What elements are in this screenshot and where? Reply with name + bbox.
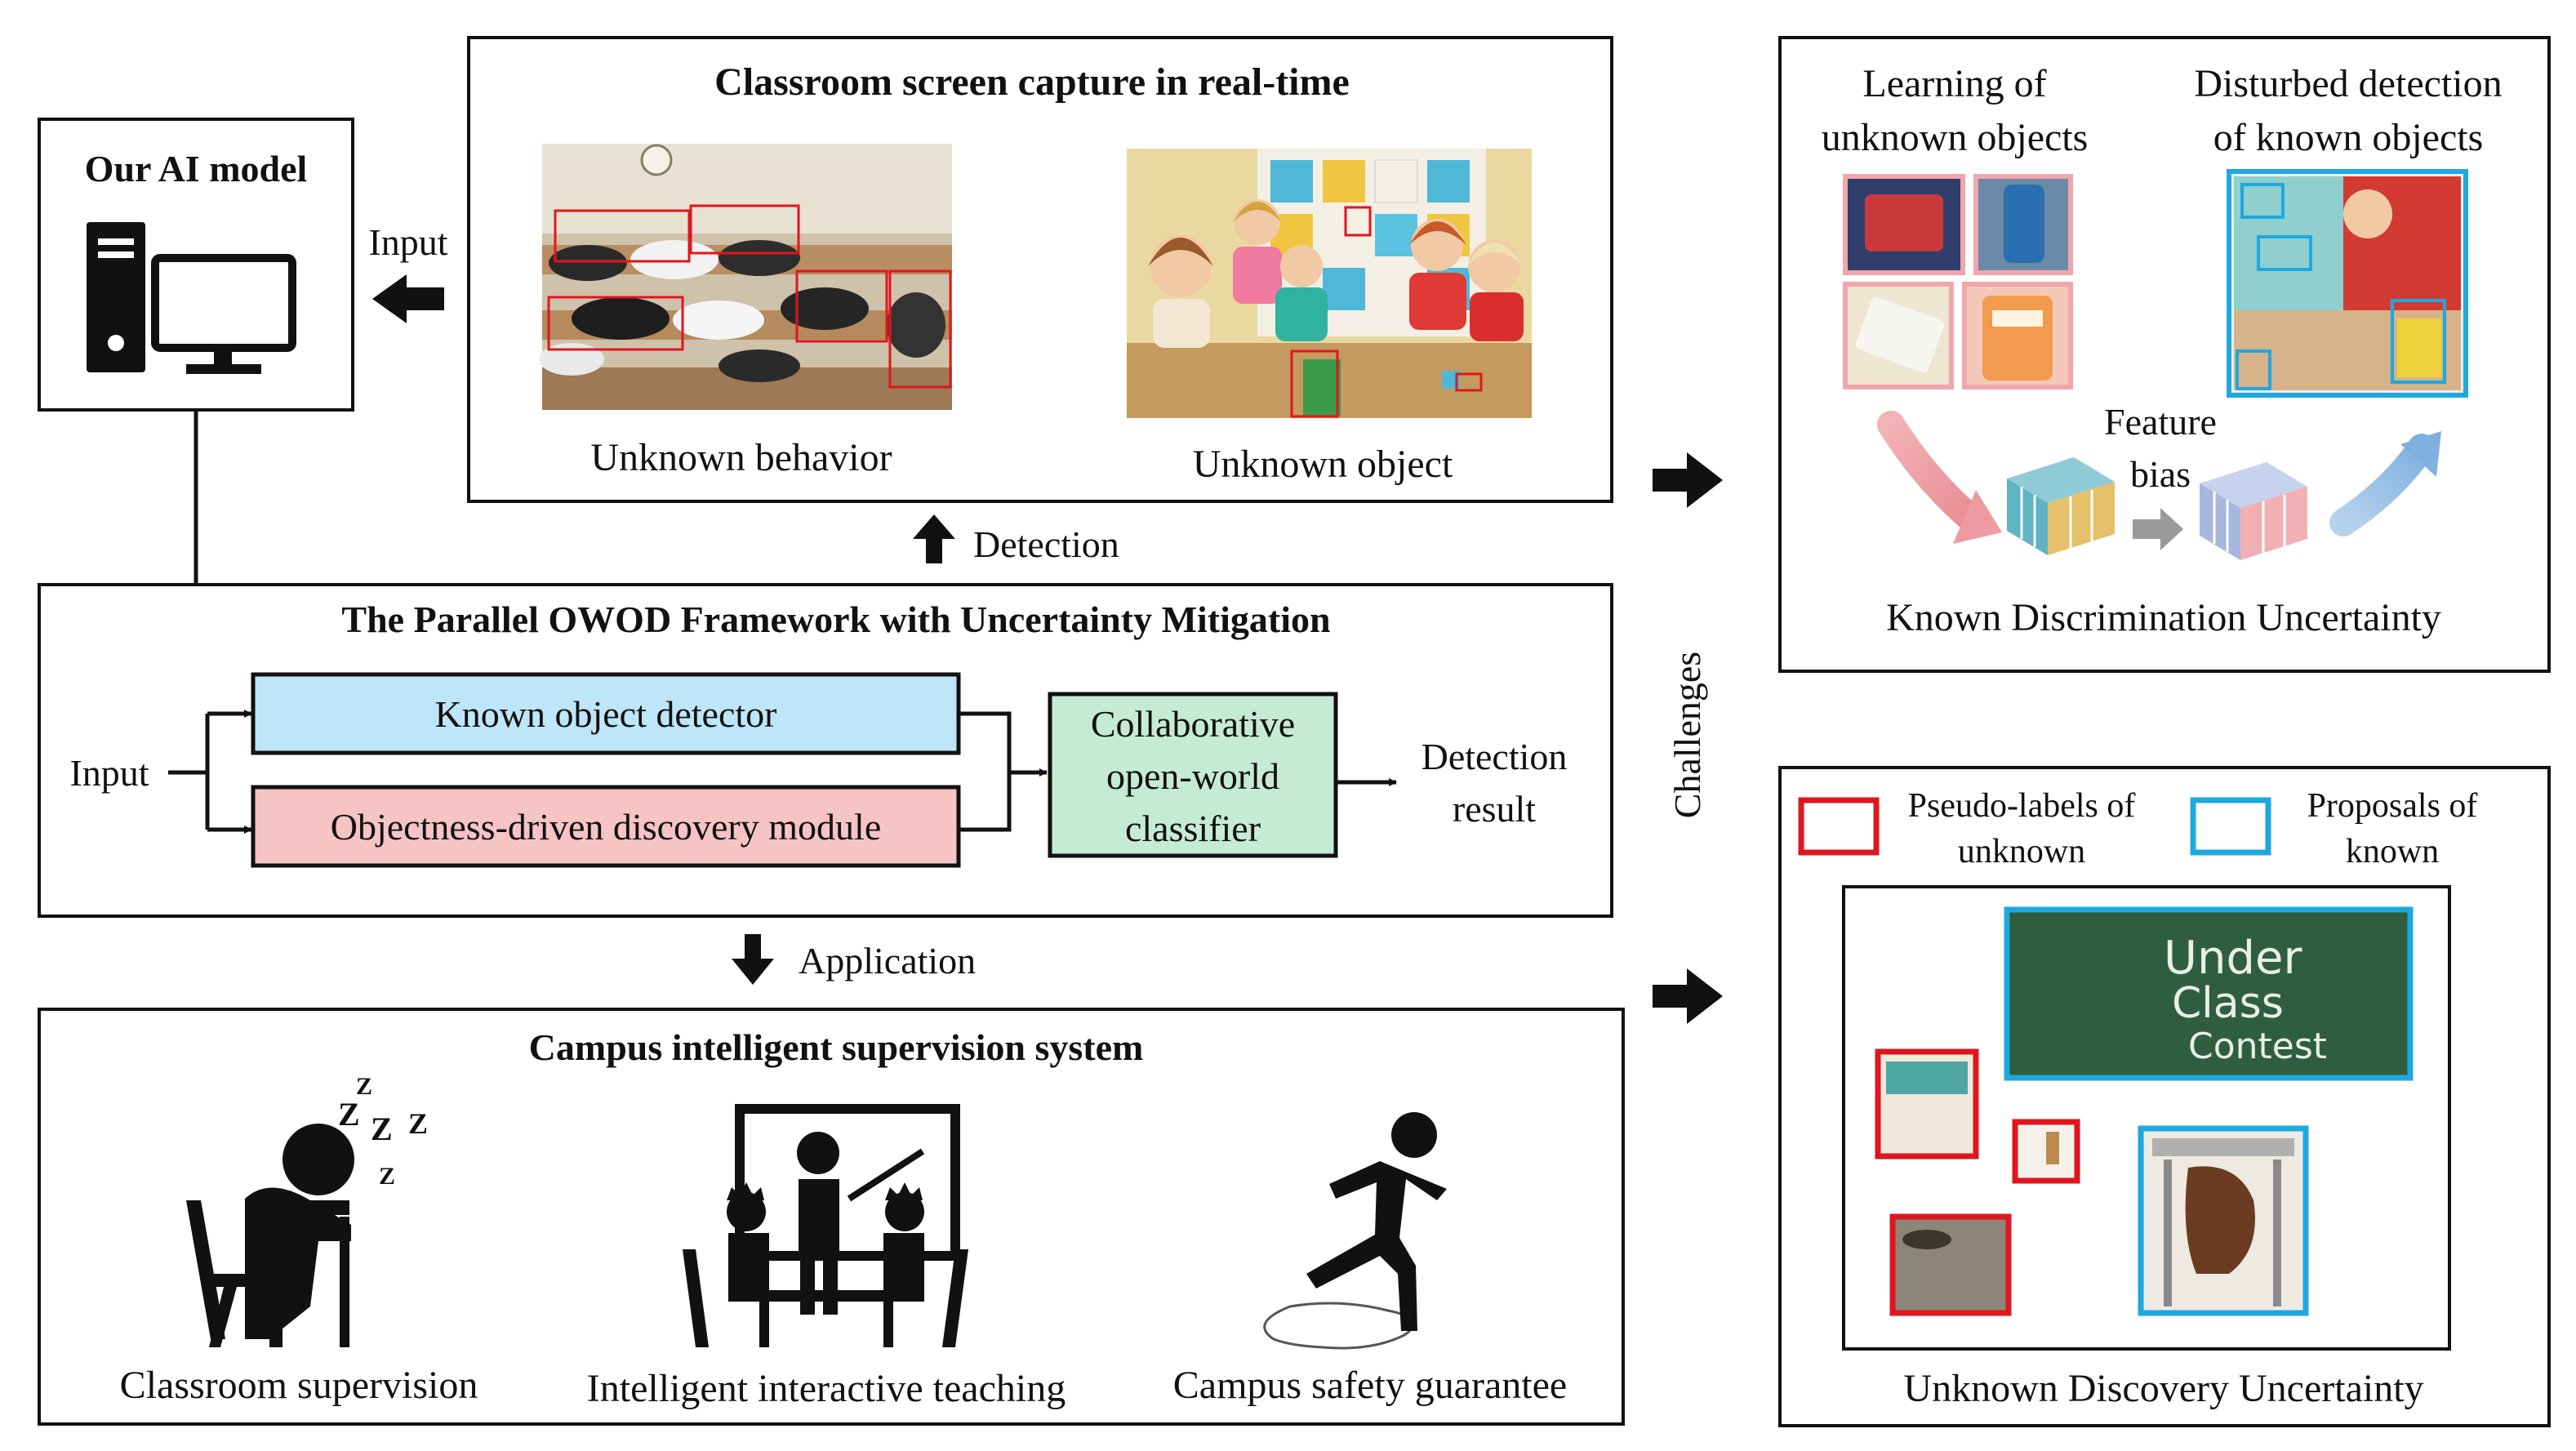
sleep-z-1: Z (338, 1096, 360, 1133)
legend-known-line-1: Proposals of (2307, 787, 2478, 825)
unknown-uncertainty-box: Pseudo-labels of unknown Proposals of kn… (1778, 766, 2551, 1427)
campus-item-3: Campus safety guarantee (1173, 1364, 1567, 1407)
known-left-head-1: Learning of (1862, 62, 2046, 105)
sleep-z-2: Z (371, 1111, 393, 1147)
sleeping-students-photo (539, 144, 952, 410)
classifier-line-3: classifier (1125, 808, 1261, 849)
teaching-icon (683, 1104, 968, 1347)
unknown-object-thumbnails (1843, 174, 2073, 389)
discovery-module-label: Objectness-driven discovery module (331, 806, 881, 848)
slipping-person-icon (1263, 1112, 1447, 1350)
unknown-object-caption: Unknown object (1193, 443, 1453, 486)
feature-cube-left (2007, 457, 2115, 555)
pink-curve-arrowhead (1953, 490, 2002, 544)
known-right-head-2: of known objects (2213, 116, 2484, 159)
legend-unknown-swatch (1798, 797, 1880, 856)
application-label: Application (799, 940, 976, 981)
feature-cube-right (2200, 462, 2307, 560)
sleep-z-3: Z (408, 1107, 428, 1140)
window-crop (1875, 1048, 1979, 1159)
detection-label: Detection (973, 523, 1119, 565)
challenges-arrows: Challenges (1653, 452, 1723, 1024)
campus-box: Campus intelligent supervision system Z … (38, 1008, 1625, 1426)
detection-result-line-1: Detection (1421, 736, 1568, 777)
classifier-line-1: Collaborative (1091, 703, 1295, 745)
legend-unknown-line-2: unknown (1958, 833, 2085, 870)
campus-title: Campus intelligent supervision system (529, 1026, 1144, 1068)
framework-box: The Parallel OWOD Framework with Uncerta… (38, 583, 1613, 918)
chalkboard: Under Class Contest (2004, 906, 2414, 1081)
capture-box: Classroom screen capture in real-time Un (467, 36, 1613, 503)
classifier-block (1048, 692, 1338, 858)
campus-item-1: Classroom supervision (120, 1364, 478, 1407)
challenges-label: Challenges (1666, 652, 1708, 818)
challenge-arrow-bottom (1653, 968, 1723, 1024)
bias-arrow (2133, 508, 2183, 550)
board-line-3: Contest (2188, 1026, 2327, 1067)
feature-bias-line-1: Feature (2104, 401, 2217, 443)
campus-item-2: Intelligent interactive teaching (587, 1367, 1066, 1410)
challenge-arrow-top (1653, 452, 1723, 508)
classifier-line-2: open-world (1106, 755, 1279, 797)
known-uncertainty-caption: Known Discrimination Uncertainty (1886, 596, 2441, 639)
known-uncertainty-box: Learning of unknown objects Disturbed de… (1778, 36, 2551, 673)
capture-input-arrow: Input (368, 221, 448, 323)
kids-classroom-photo (1127, 149, 1532, 418)
known-object-thumbnail (2227, 169, 2468, 398)
ai-model-box: Our AI model (38, 118, 354, 412)
sleeping-student-icon: Z Z Z Z Z (186, 1073, 428, 1347)
sleep-z-5: Z (356, 1073, 372, 1100)
feature-bias-line-2: bias (2130, 453, 2191, 495)
legend-unknown-line-1: Pseudo-labels of (1908, 787, 2136, 825)
sleep-z-4: Z (379, 1163, 395, 1190)
known-left-head-2: unknown objects (1822, 116, 2089, 159)
legend-known-swatch (2190, 797, 2271, 856)
chair-crop (2138, 1125, 2309, 1316)
capture-input-label: Input (368, 221, 447, 263)
unknown-behavior-caption: Unknown behavior (590, 436, 892, 479)
small-object-crop (2012, 1119, 2080, 1184)
capture-title: Classroom screen capture in real-time (714, 60, 1350, 104)
legend-known-line-2: known (2346, 833, 2439, 870)
framework-title: The Parallel OWOD Framework with Uncerta… (341, 599, 1330, 640)
discovery-module-block (251, 785, 961, 868)
unknown-uncertainty-caption: Unknown Discovery Uncertainty (1903, 1367, 2423, 1410)
application-arrow: Application (732, 934, 976, 985)
pink-curve-arrow (1877, 411, 1990, 536)
detection-result-line-2: result (1453, 788, 1536, 830)
computer-icon (87, 222, 296, 374)
framework-input-label: Input (69, 752, 149, 794)
detection-arrow: Detection (913, 514, 1119, 565)
board-line-1: Under (2164, 932, 2302, 985)
board-line-2: Class (2172, 979, 2284, 1028)
ai-model-title: Our AI model (85, 148, 308, 189)
known-right-head-1: Disturbed detection (2194, 62, 2502, 105)
floor-crop (1889, 1213, 2012, 1316)
known-detector-block (251, 672, 961, 755)
known-detector-label: Known object detector (435, 693, 777, 735)
blue-curve-arrowhead (2400, 431, 2441, 477)
